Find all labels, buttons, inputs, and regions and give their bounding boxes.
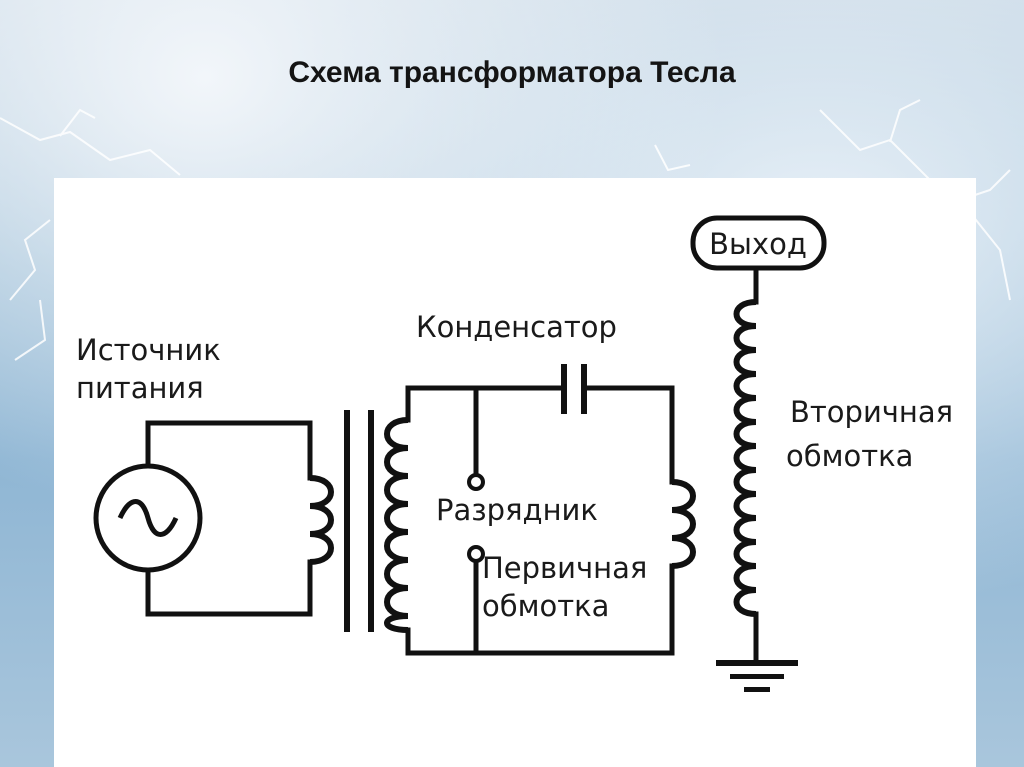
diagram-panel xyxy=(54,178,976,767)
capacitor-label: Конденсатор xyxy=(416,310,617,344)
spark-gap-icon xyxy=(467,473,485,563)
output-label: Выход xyxy=(709,227,807,261)
tank-circuit-wires xyxy=(405,385,675,656)
coil-icon xyxy=(309,475,334,565)
coil-icon xyxy=(733,299,757,617)
transformer-core xyxy=(344,410,374,632)
ac-source-icon xyxy=(93,463,203,573)
output-terminal xyxy=(690,215,827,271)
coil-icon xyxy=(384,417,409,633)
power-source-label-line1: Источник xyxy=(76,333,221,367)
ground-icon xyxy=(716,660,798,692)
secondary-winding-label-line2: обмотка xyxy=(786,439,913,473)
power-source-label-line2: питания xyxy=(76,371,204,405)
coil-icon xyxy=(671,479,696,569)
primary-winding-label-line1: Первичная xyxy=(482,551,647,585)
slide-title: Схема трансформатора Тесла xyxy=(288,56,736,89)
spark-gap-label: Разрядник xyxy=(436,493,598,527)
secondary-winding-label-line1: Вторичная xyxy=(790,395,953,429)
source-wires xyxy=(145,420,313,617)
primary-winding-label-line2: обмотка xyxy=(482,589,609,623)
capacitor-icon xyxy=(561,364,587,414)
